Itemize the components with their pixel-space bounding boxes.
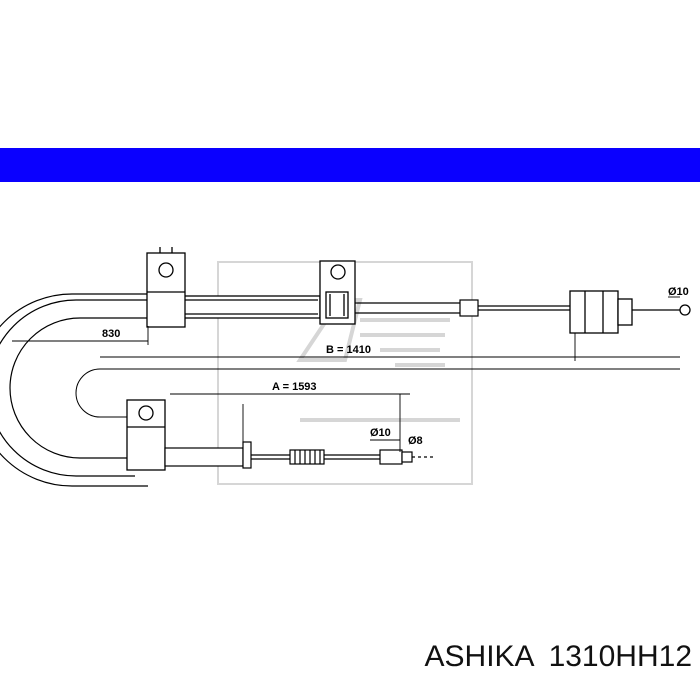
dim-b-label: B = 1410 [326,344,371,356]
header-title: 24.3727-3110.2 583110 [0,148,700,214]
product-code: 1310HH12 [548,640,692,673]
footer-caption: ASHIKA 1310HH12 [411,640,692,674]
part-number: 24.3727-3110.2 [200,184,389,214]
dimension-loop [75,368,680,418]
dim-830-label: 830 [102,328,120,340]
dim-a-label: A = 1593 [272,381,317,393]
header-bar [0,148,700,182]
dim-dia-small-label: Ø8 [408,435,423,447]
dim-dia-right-label: Ø10 [668,286,689,298]
ref-number: 583110 [426,184,515,214]
cable-loops [0,293,148,487]
dimension-lines [12,296,680,452]
dim-dia-mid-label: Ø10 [370,427,391,439]
bracket-1 [146,247,186,328]
bracket-3 [126,399,166,471]
upper-cable [355,299,570,317]
right-end-fitting [569,290,691,334]
brand-name: ASHIKA [424,640,535,673]
lower-cable [164,441,435,469]
bracket-2 [319,260,356,325]
